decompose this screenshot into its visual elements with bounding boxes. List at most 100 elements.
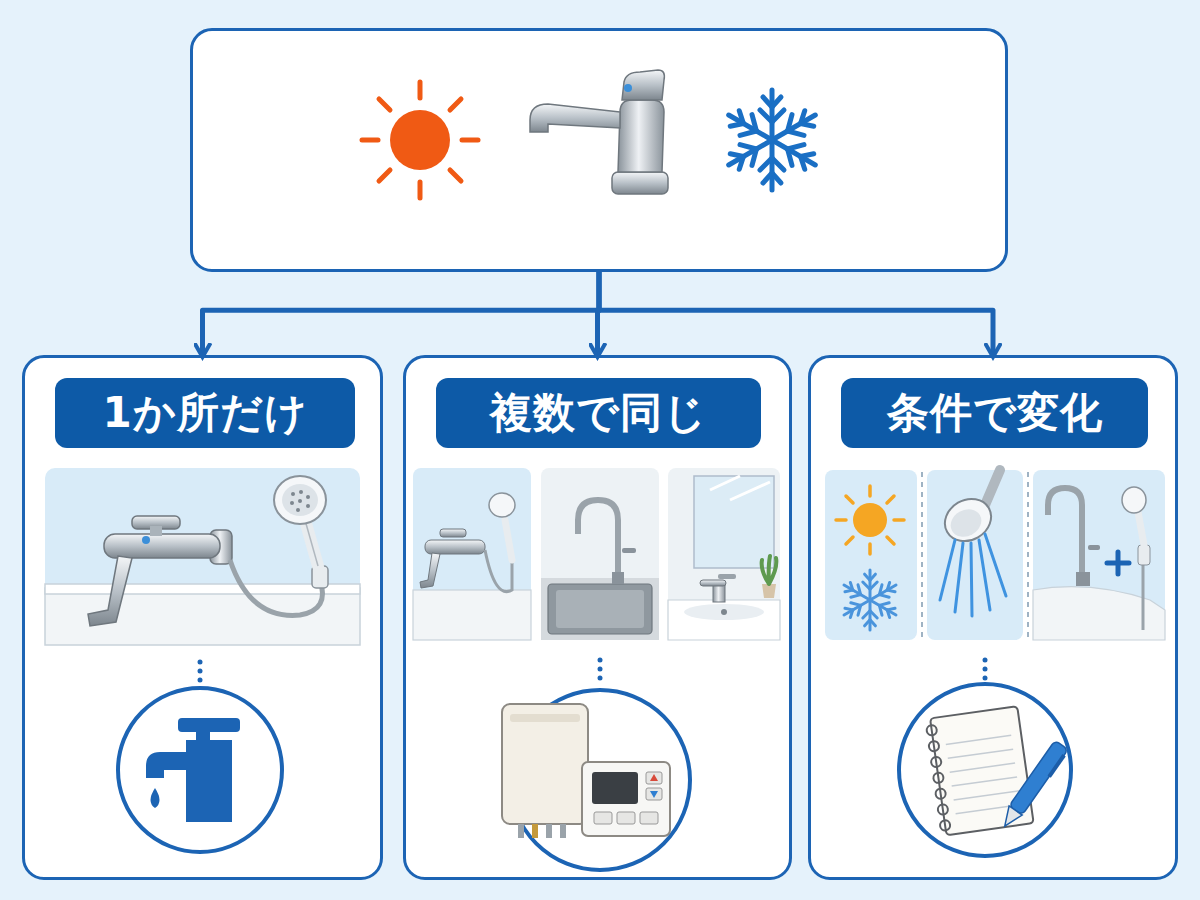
bathroom-scene xyxy=(290,490,310,512)
water-heater-badge xyxy=(502,690,690,870)
single-faucet-badge xyxy=(118,688,282,852)
bathroom-scene xyxy=(45,468,360,645)
season-mini-scene xyxy=(836,518,846,522)
water-heater-badge xyxy=(646,788,662,800)
water-heater-badge xyxy=(650,791,658,798)
notebook-badge xyxy=(952,777,1017,786)
notebook-badge xyxy=(946,735,1021,814)
shower-mini-scene xyxy=(927,470,1023,640)
washbasin-mini-scene xyxy=(668,468,780,640)
kitchen-mini-scene xyxy=(578,500,618,582)
bath-mini-scene xyxy=(413,468,531,640)
bathroom-scene xyxy=(306,495,310,499)
season-mini-scene xyxy=(868,486,872,496)
bath-mini-scene xyxy=(425,540,485,554)
notebook-badge xyxy=(933,772,944,783)
bathroom-scene xyxy=(132,516,180,529)
shower-mini-scene xyxy=(946,504,987,543)
category-heading: 条件で変化 xyxy=(841,378,1148,448)
connector-arrow xyxy=(598,272,600,355)
bathroom-scene xyxy=(312,566,328,588)
notebook-badge xyxy=(950,763,1015,772)
combo-mini-scene xyxy=(1033,470,1165,640)
single-faucet-badge xyxy=(146,752,188,778)
water-heater-badge xyxy=(510,690,690,870)
sun-icon xyxy=(418,82,423,98)
combo-mini-scene xyxy=(1122,487,1146,513)
bathroom-scene xyxy=(305,520,318,566)
sun-icon xyxy=(450,170,461,181)
season-mini-scene xyxy=(868,544,872,554)
bathroom-scene xyxy=(291,492,295,496)
notebook-badge xyxy=(925,706,1034,836)
bath-mini-scene xyxy=(489,493,515,517)
notebook-badge xyxy=(956,805,1021,814)
washbasin-mini-scene xyxy=(668,468,780,640)
water-heater-badge xyxy=(518,824,524,838)
shower-mini-scene xyxy=(979,540,990,610)
water-heater-badge xyxy=(617,812,635,824)
bath-mini-scene xyxy=(420,553,440,588)
category-heading: 1か所だけ xyxy=(55,378,355,448)
dashed-divider xyxy=(922,472,1028,640)
bath-mini-scene xyxy=(413,590,531,640)
kitchen-mini-scene xyxy=(556,590,644,628)
kitchen-mini-scene xyxy=(612,572,624,584)
kitchen-mini-scene xyxy=(541,468,659,640)
shower-mini-scene xyxy=(955,543,963,612)
dotted-leader xyxy=(598,658,603,663)
shower-mini-scene xyxy=(940,534,1006,616)
sun-icon xyxy=(450,99,461,110)
washbasin-mini-scene xyxy=(762,556,777,584)
category-box: 複数で同じ xyxy=(403,355,792,880)
shower-mini-scene xyxy=(985,534,1006,596)
season-mini-scene xyxy=(840,570,899,630)
bath-mini-scene xyxy=(485,550,512,592)
season-mini-scene xyxy=(853,503,887,537)
bathroom-scene xyxy=(282,484,318,516)
combo-mini-scene xyxy=(1033,587,1165,640)
washbasin-mini-scene xyxy=(710,476,770,500)
notebook-badge xyxy=(930,706,1034,835)
shower-mini-scene xyxy=(937,491,999,550)
notebook-badge xyxy=(935,788,946,799)
washbasin-mini-scene xyxy=(713,582,725,602)
sun-icon xyxy=(462,138,478,143)
washbasin-mini-scene xyxy=(668,600,780,640)
notebook-badge xyxy=(926,725,951,831)
water-heater-badge xyxy=(640,812,658,824)
washbasin-mini-scene xyxy=(762,584,776,598)
notebook-badge xyxy=(998,806,1022,831)
connector-arrow xyxy=(203,272,600,355)
dotted-leader xyxy=(198,669,203,674)
bathroom-scene xyxy=(45,468,360,645)
season-mini-scene xyxy=(825,470,917,640)
dotted-leader xyxy=(198,660,203,665)
combo-mini-scene xyxy=(1033,470,1165,640)
notebook-badge xyxy=(939,820,950,831)
water-heater-badge xyxy=(594,812,612,824)
dashed-divider xyxy=(921,472,923,640)
bathroom-scene xyxy=(230,560,323,615)
single-faucet-badge xyxy=(151,788,160,808)
overview-box xyxy=(190,28,1008,272)
faucet-icon xyxy=(618,100,664,172)
notebook-badge xyxy=(948,749,1013,758)
shower-mini-scene xyxy=(927,470,1023,640)
bathroom-scene xyxy=(298,499,302,503)
snowflake-icon xyxy=(723,90,822,190)
notebook-badge xyxy=(926,725,937,736)
shower-mini-scene xyxy=(940,540,955,600)
season-mini-scene xyxy=(887,537,894,544)
snowflake-icon xyxy=(723,90,822,190)
water-heater-badge xyxy=(532,824,538,838)
dotted-leader xyxy=(983,658,988,663)
bathroom-scene xyxy=(104,534,220,558)
bathroom-scene xyxy=(150,526,162,536)
notebook-badge xyxy=(946,735,1011,744)
faucet-icon xyxy=(530,104,620,132)
notebook-badge xyxy=(1048,754,1066,778)
season-mini-scene xyxy=(840,570,899,630)
dotted-leader xyxy=(983,676,988,681)
shower-mini-scene xyxy=(985,470,1000,505)
